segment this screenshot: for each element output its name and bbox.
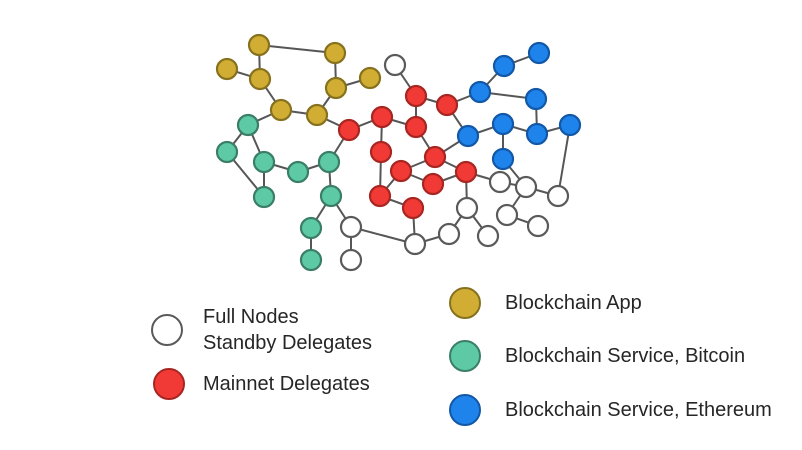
node-Y1-app (247, 33, 271, 57)
node-Y4-app (248, 67, 272, 91)
node-B6-eth (456, 124, 480, 148)
node-R7-mainnet (423, 145, 447, 169)
node-Y2-app (323, 41, 347, 65)
node-T2-btc (215, 140, 239, 164)
node-W8-full (514, 175, 538, 199)
node-T7-btc (319, 184, 343, 208)
node-R1-mainnet (404, 84, 428, 108)
node-W9-full (546, 184, 570, 208)
node-Y6-app (324, 76, 348, 100)
node-T3-btc (252, 150, 276, 174)
node-R2-mainnet (435, 93, 459, 117)
legend-swatch-mainnet-delegates (153, 368, 185, 400)
node-T6-btc (252, 185, 276, 209)
node-Y8-app (305, 103, 329, 127)
node-W10-full (495, 203, 519, 227)
node-W1-full (383, 53, 407, 77)
legend-swatch-blockchain-service-ethereum (449, 394, 481, 426)
node-R9-mainnet (454, 160, 478, 184)
node-T5-btc (317, 150, 341, 174)
legend-label-full-nodes-line1: Full Nodes (203, 306, 299, 328)
node-T4-btc (286, 160, 310, 184)
legend-swatch-blockchain-app (449, 287, 481, 319)
node-B4-eth (524, 87, 548, 111)
edge-Y1-Y2 (258, 44, 336, 54)
node-B9-eth (491, 147, 515, 171)
node-B2-eth (492, 54, 516, 78)
node-R8-mainnet (389, 159, 413, 183)
node-W2-full (339, 215, 363, 239)
node-T9-btc (299, 248, 323, 272)
node-Y7-app (269, 98, 293, 122)
node-B5-eth (491, 112, 515, 136)
legend-label-blockchain-service-ethereum: Blockchain Service, Ethereum (505, 399, 772, 421)
node-W7-full (488, 170, 512, 194)
node-B1-eth (527, 41, 551, 65)
node-W3-full (339, 248, 363, 272)
node-B8-eth (558, 113, 582, 137)
node-W11-full (476, 224, 500, 248)
node-W12-full (526, 214, 550, 238)
node-Y3-app (215, 57, 239, 81)
node-B3-eth (468, 80, 492, 104)
legend-swatch-blockchain-service-bitcoin (449, 340, 481, 372)
legend-label-blockchain-service-bitcoin: Blockchain Service, Bitcoin (505, 345, 746, 367)
legend-label-full-nodes: Full Nodes Standby Delegates (203, 304, 372, 356)
node-R6-mainnet (369, 140, 393, 164)
node-B7-eth (525, 122, 549, 146)
legend-label-blockchain-app: Blockchain App (505, 292, 642, 314)
node-W6-full (455, 196, 479, 220)
node-R3-mainnet (370, 105, 394, 129)
node-R5-mainnet (404, 115, 428, 139)
node-R10-mainnet (368, 184, 392, 208)
legend-label-mainnet-delegates: Mainnet Delegates (203, 373, 370, 395)
node-T8-btc (299, 216, 323, 240)
node-R11-mainnet (421, 172, 445, 196)
node-W4-full (403, 232, 427, 256)
legend-swatch-full-nodes (151, 314, 183, 346)
node-T1-btc (236, 113, 260, 137)
edge-B8-W9 (557, 124, 571, 197)
node-R4-mainnet (337, 118, 361, 142)
node-W5-full (437, 222, 461, 246)
node-R12-mainnet (401, 196, 425, 220)
node-Y5-app (358, 66, 382, 90)
legend-label-full-nodes-line2: Standby Delegates (203, 332, 373, 354)
